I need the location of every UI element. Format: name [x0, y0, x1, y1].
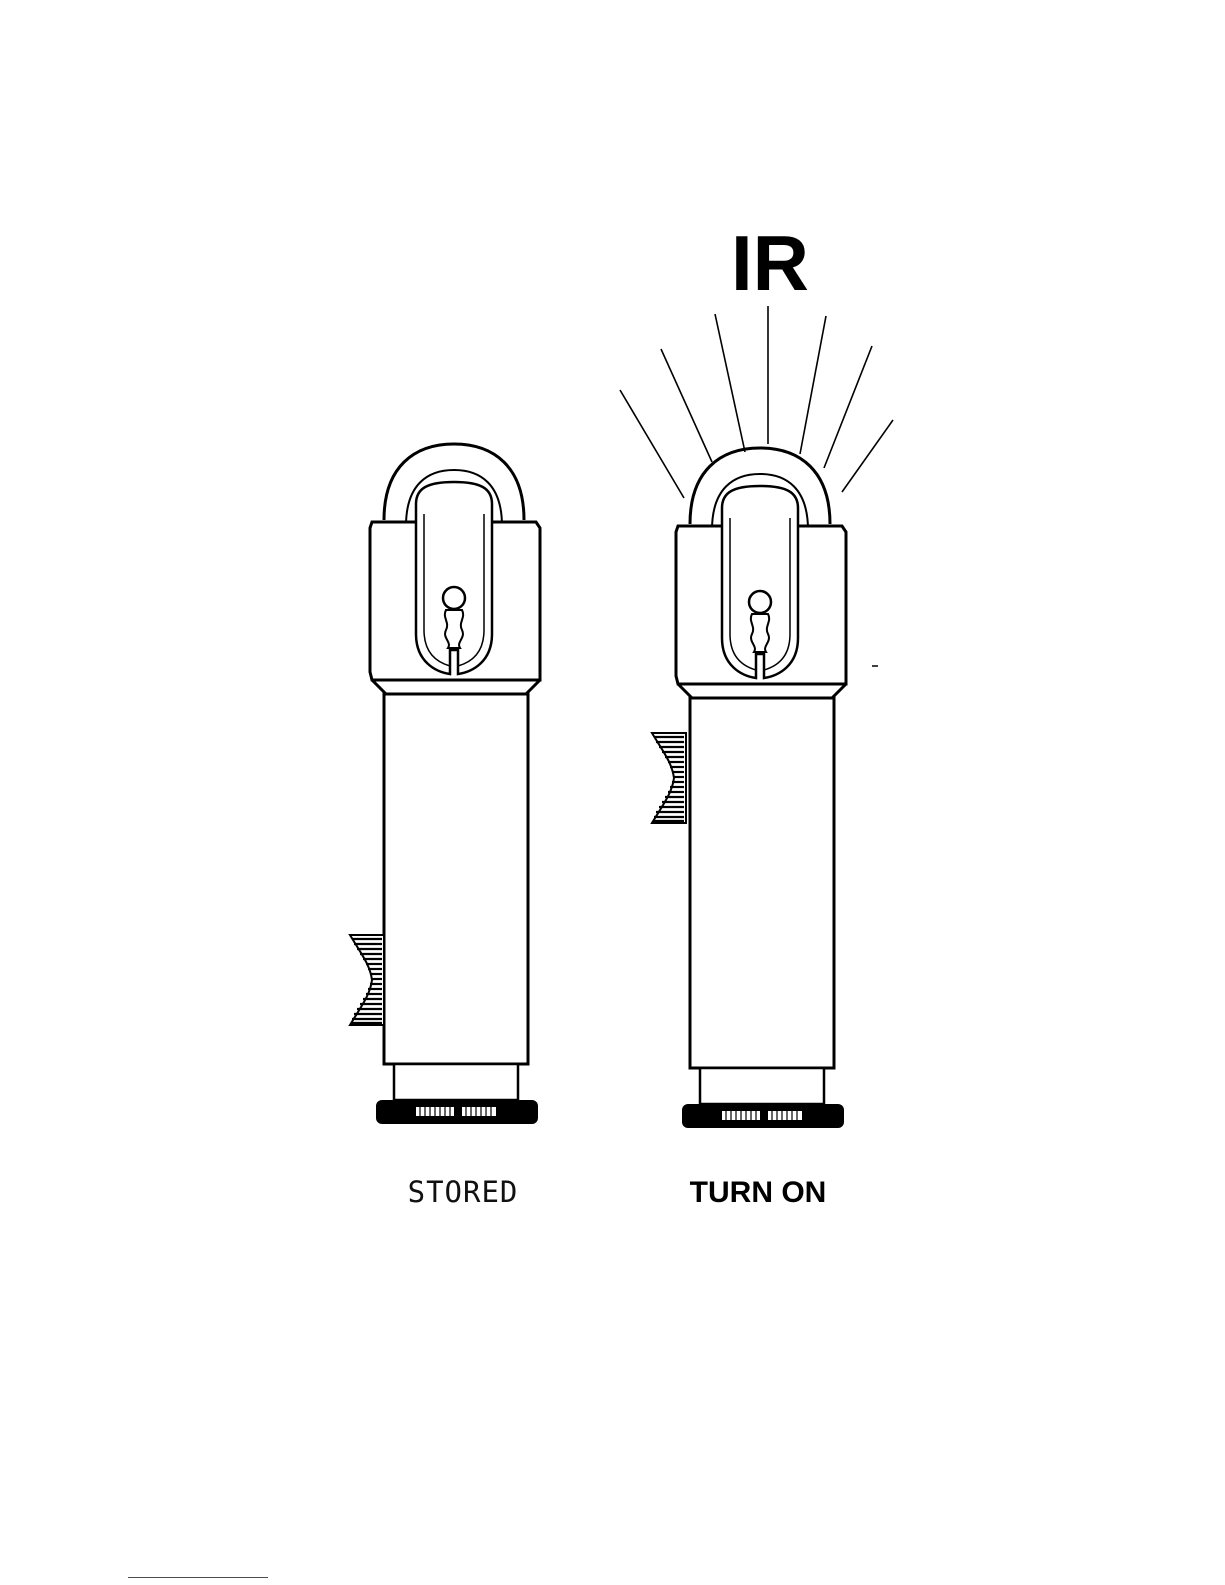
turn-on-label: TURN ON [690, 1176, 827, 1209]
switch-on-position [652, 733, 686, 823]
beacon-turned-on [676, 448, 846, 1128]
stored-label: STORED [408, 1175, 519, 1209]
beacon-stored [370, 444, 540, 1124]
footer-rule [128, 1577, 268, 1578]
switch-stored-position [350, 935, 384, 1025]
ir-signal-label: IR [731, 219, 809, 307]
ir-emission-rays [620, 306, 893, 498]
